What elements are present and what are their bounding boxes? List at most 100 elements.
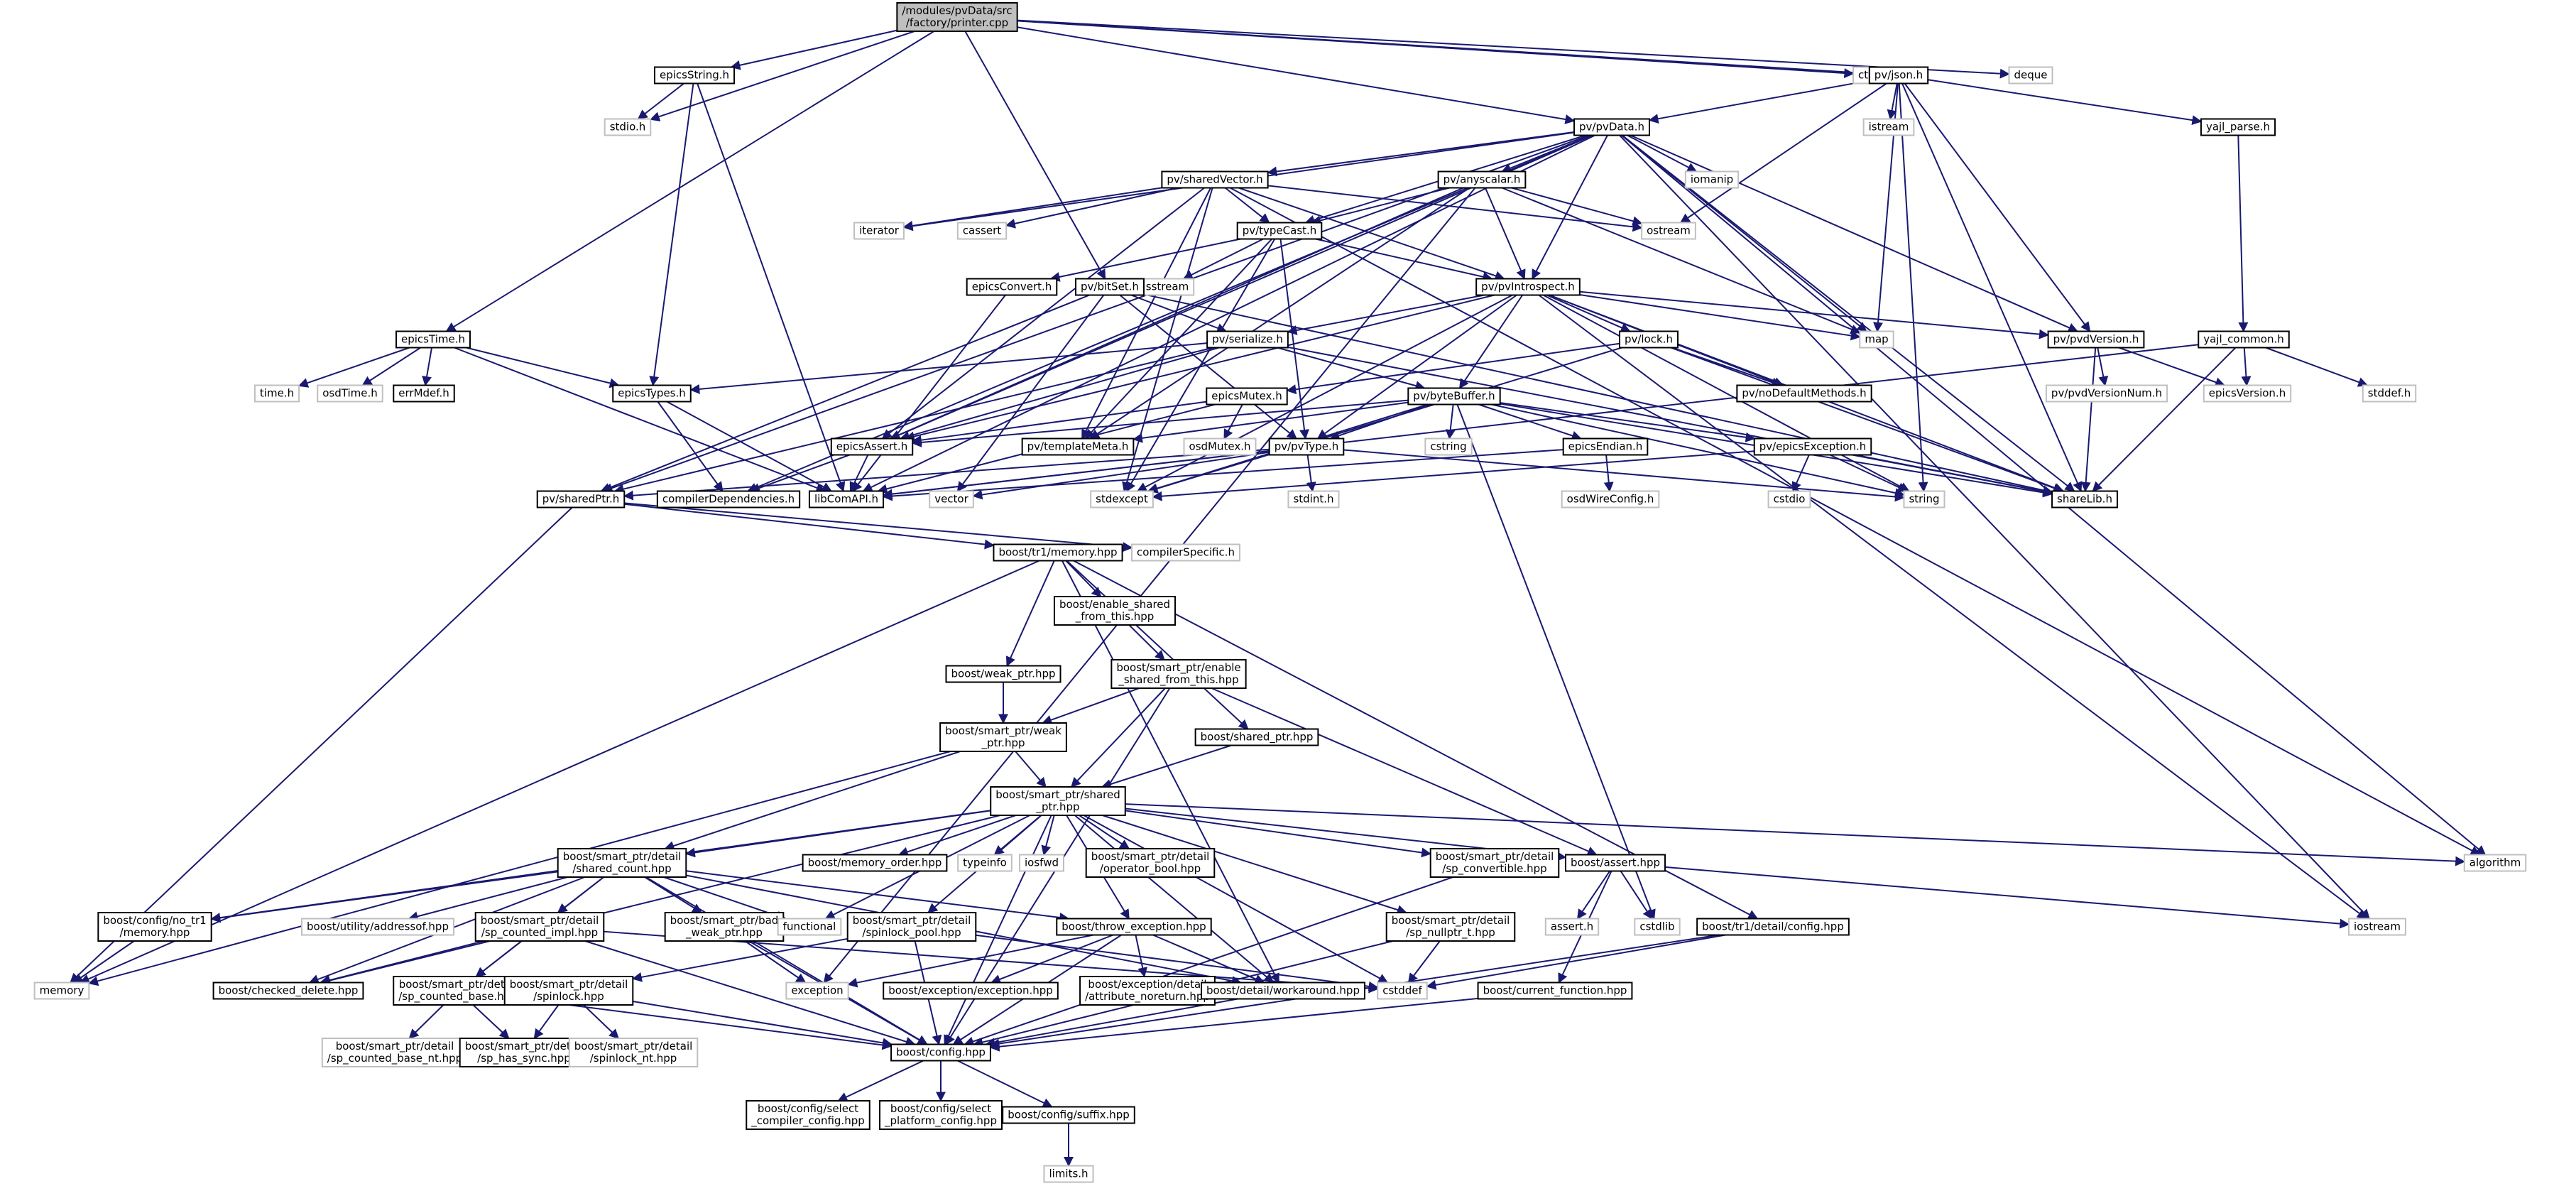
edge-sp-weak-ptr-to-sp-shared-ptr [1015, 751, 1047, 788]
node-anyscalar[interactable]: pv/anyscalar.h [1437, 170, 1527, 189]
node-label: boost/detail/workaround.hpp [1206, 984, 1360, 997]
node-epicsTime[interactable]: epicsTime.h [395, 330, 471, 349]
node-sharedPtr[interactable]: pv/sharedPtr.h [536, 490, 626, 509]
edge-pvJson-to-map [1873, 83, 1899, 332]
node-label: /shared_count.hpp [572, 862, 671, 876]
node-bad-weak-ptr[interactable]: boost/smart_ptr/bad_weak_ptr.hpp [664, 912, 785, 942]
node-label: libComAPI.h [814, 493, 878, 506]
node-osdTime: osdTime.h [317, 384, 383, 403]
node-errMdef[interactable]: errMdef.h [393, 384, 455, 403]
node-throw-exception[interactable]: boost/throw_exception.hpp [1056, 918, 1212, 936]
node-label: pv/pvIntrospect.h [1481, 281, 1575, 293]
edge-serialize-to-byteBuffer [1277, 347, 1426, 391]
node-sp-counted-base[interactable]: boost/smart_ptr/detail/sp_counted_base.h… [393, 976, 523, 1006]
node-box [1206, 330, 1289, 349]
node-epicsException[interactable]: pv/epicsException.h [1753, 437, 1872, 456]
node-memory: memory [33, 981, 90, 1000]
node-checked-delete[interactable]: boost/checked_delete.hpp [212, 981, 364, 1000]
node-label: boost/smart_ptr/detail [399, 978, 518, 991]
node-memory-order[interactable]: boost/memory_order.hpp [802, 854, 948, 872]
node-epicsAssert[interactable]: epicsAssert.h [830, 437, 914, 456]
node-epicsString[interactable]: epicsString.h [653, 66, 736, 85]
node-label: epicsVersion.h [2209, 387, 2286, 400]
node-shared-ptr-hpp[interactable]: boost/shared_ptr.hpp [1194, 728, 1319, 746]
node-sp-shared-ptr[interactable]: boost/smart_ptr/shared_ptr.hpp [990, 786, 1126, 816]
node-label: boost/tr1/detail/config.hpp [1702, 920, 1844, 933]
edge-sp-counted-base-to-sp-counted-base-nt [408, 1004, 444, 1039]
edge-root-to-deque [1017, 19, 2010, 79]
node-box [957, 854, 1013, 872]
node-spinlock-pool[interactable]: boost/smart_ptr/detail/spinlock_pool.hpp [846, 912, 977, 942]
node-label: osdTime.h [322, 387, 378, 400]
node-boost-assert[interactable]: boost/assert.hpp [1564, 854, 1666, 872]
node-box [993, 543, 1123, 562]
node-pvType[interactable]: pv/pvType.h [1268, 437, 1345, 456]
node-shared-count[interactable]: boost/smart_ptr/detail/shared_count.hpp [557, 848, 687, 878]
edge-shared-count-to-throw-exception [686, 870, 1070, 923]
node-pvJson[interactable]: pv/json.h [1868, 66, 1929, 85]
node-pvdVersion[interactable]: pv/pvdVersion.h [2047, 330, 2145, 349]
node-select-compiler[interactable]: boost/config/select_compiler_config.hpp [746, 1100, 871, 1130]
node-select-platform[interactable]: boost/config/select_platform_config.hpp [879, 1100, 1003, 1130]
node-weak-ptr[interactable]: boost/weak_ptr.hpp [945, 665, 1061, 683]
node-pvData[interactable]: pv/pvData.h [1573, 118, 1650, 136]
edge-epicsTime-to-time-h [298, 347, 410, 388]
node-box [1110, 659, 1247, 689]
node-sp-nullptr-t[interactable]: boost/smart_ptr/detail/sp_nullptr_t.hpp [1385, 912, 1516, 942]
node-serialize[interactable]: pv/serialize.h [1206, 330, 1289, 349]
node-no-tr1-memory[interactable]: boost/config/no_tr1/memory.hpp [97, 912, 212, 942]
node-epicsMutex[interactable]: epicsMutex.h [1206, 387, 1288, 406]
node-label: errMdef.h [398, 387, 449, 400]
edge-serialize-to-epicsAssert [899, 347, 1219, 441]
edge-sharedVector-to-stdexcept [1122, 187, 1213, 492]
node-epicsEndian[interactable]: epicsEndian.h [1562, 437, 1649, 456]
edge-spinlock-pool-to-spinlock [631, 937, 848, 982]
node-spinlock[interactable]: boost/smart_ptr/detail/spinlock.hpp [503, 976, 634, 1006]
node-sp-enable-shared[interactable]: boost/smart_ptr/enable_shared_from_this.… [1110, 659, 1247, 689]
node-noDefaultMethods[interactable]: pv/noDefaultMethods.h [1736, 384, 1872, 403]
node-sp-counted-impl[interactable]: boost/smart_ptr/detail/sp_counted_impl.h… [474, 912, 605, 942]
node-enable-shared[interactable]: boost/enable_shared_from_this.hpp [1053, 596, 1177, 626]
node-shareLib[interactable]: shareLib.h [2051, 490, 2118, 509]
node-bitSet[interactable]: pv/bitSet.h [1075, 278, 1145, 296]
edge-sharedVector-to-templateMeta [1081, 187, 1211, 440]
edge-sp-shared-ptr-to-iosfwd [1041, 815, 1055, 856]
node-workaround[interactable]: boost/detail/workaround.hpp [1201, 981, 1365, 1000]
edge-sharedVector-to-typeCast [1224, 187, 1270, 224]
node-tr1-config[interactable]: boost/tr1/detail/config.hpp [1696, 918, 1850, 936]
node-pvIntrospect[interactable]: pv/pvIntrospect.h [1475, 278, 1581, 296]
edge-anyscalar-to-typeCast [1311, 187, 1450, 226]
node-typeCast[interactable]: pv/typeCast.h [1236, 222, 1323, 240]
node-label: boost/tr1/memory.hpp [998, 546, 1117, 559]
node-attribute-noreturn[interactable]: boost/exception/detail/attribute_noretur… [1079, 976, 1216, 1006]
node-operator-bool[interactable]: boost/smart_ptr/detail/operator_bool.hpp [1085, 848, 1216, 878]
edge-root-to-stdio-h [649, 31, 915, 121]
node-compilerDependencies[interactable]: compilerDependencies.h [656, 490, 801, 509]
node-lock[interactable]: pv/lock.h [1618, 330, 1679, 349]
node-suffix[interactable]: boost/config/suffix.hpp [1002, 1106, 1135, 1124]
edge-pvJson-to-yajl-parse [1928, 79, 2203, 126]
node-templateMeta[interactable]: pv/templateMeta.h [1021, 437, 1135, 456]
node-ostream: ostream [1641, 222, 1696, 240]
node-sharedVector[interactable]: pv/sharedVector.h [1161, 170, 1269, 189]
node-boost-config[interactable]: boost/config.hpp [890, 1043, 991, 1062]
node-epicsConvert[interactable]: epicsConvert.h [966, 278, 1058, 296]
node-yajl-common[interactable]: yajl_common.h [2198, 330, 2290, 349]
node-exception-hpp[interactable]: boost/exception/exception.hpp [883, 981, 1059, 1000]
node-box [33, 981, 90, 1000]
node-box [1618, 330, 1679, 349]
node-libComAPI[interactable]: libComAPI.h [808, 490, 885, 509]
node-label: boost/weak_ptr.hpp [951, 668, 1055, 681]
node-sp-convertible[interactable]: boost/smart_ptr/detail/sp_convertible.hp… [1429, 848, 1560, 878]
node-yajl-parse[interactable]: yajl_parse.h [2200, 118, 2276, 136]
node-current-function[interactable]: boost/current_function.hpp [1477, 981, 1633, 1000]
node-label: boost/smart_ptr/detail [336, 1040, 454, 1053]
node-box [1131, 543, 1240, 562]
node-root[interactable]: /modules/pvData/src/factory/printer.cpp [896, 2, 1018, 32]
node-box [1021, 437, 1135, 456]
node-epicsTypes[interactable]: epicsTypes.h [612, 384, 692, 403]
node-sp-weak-ptr[interactable]: boost/smart_ptr/weak_ptr.hpp [939, 722, 1067, 752]
node-label: typeinfo [963, 856, 1007, 869]
node-tr1memory[interactable]: boost/tr1/memory.hpp [993, 543, 1123, 562]
node-byteBuffer[interactable]: pv/byteBuffer.h [1407, 387, 1501, 406]
